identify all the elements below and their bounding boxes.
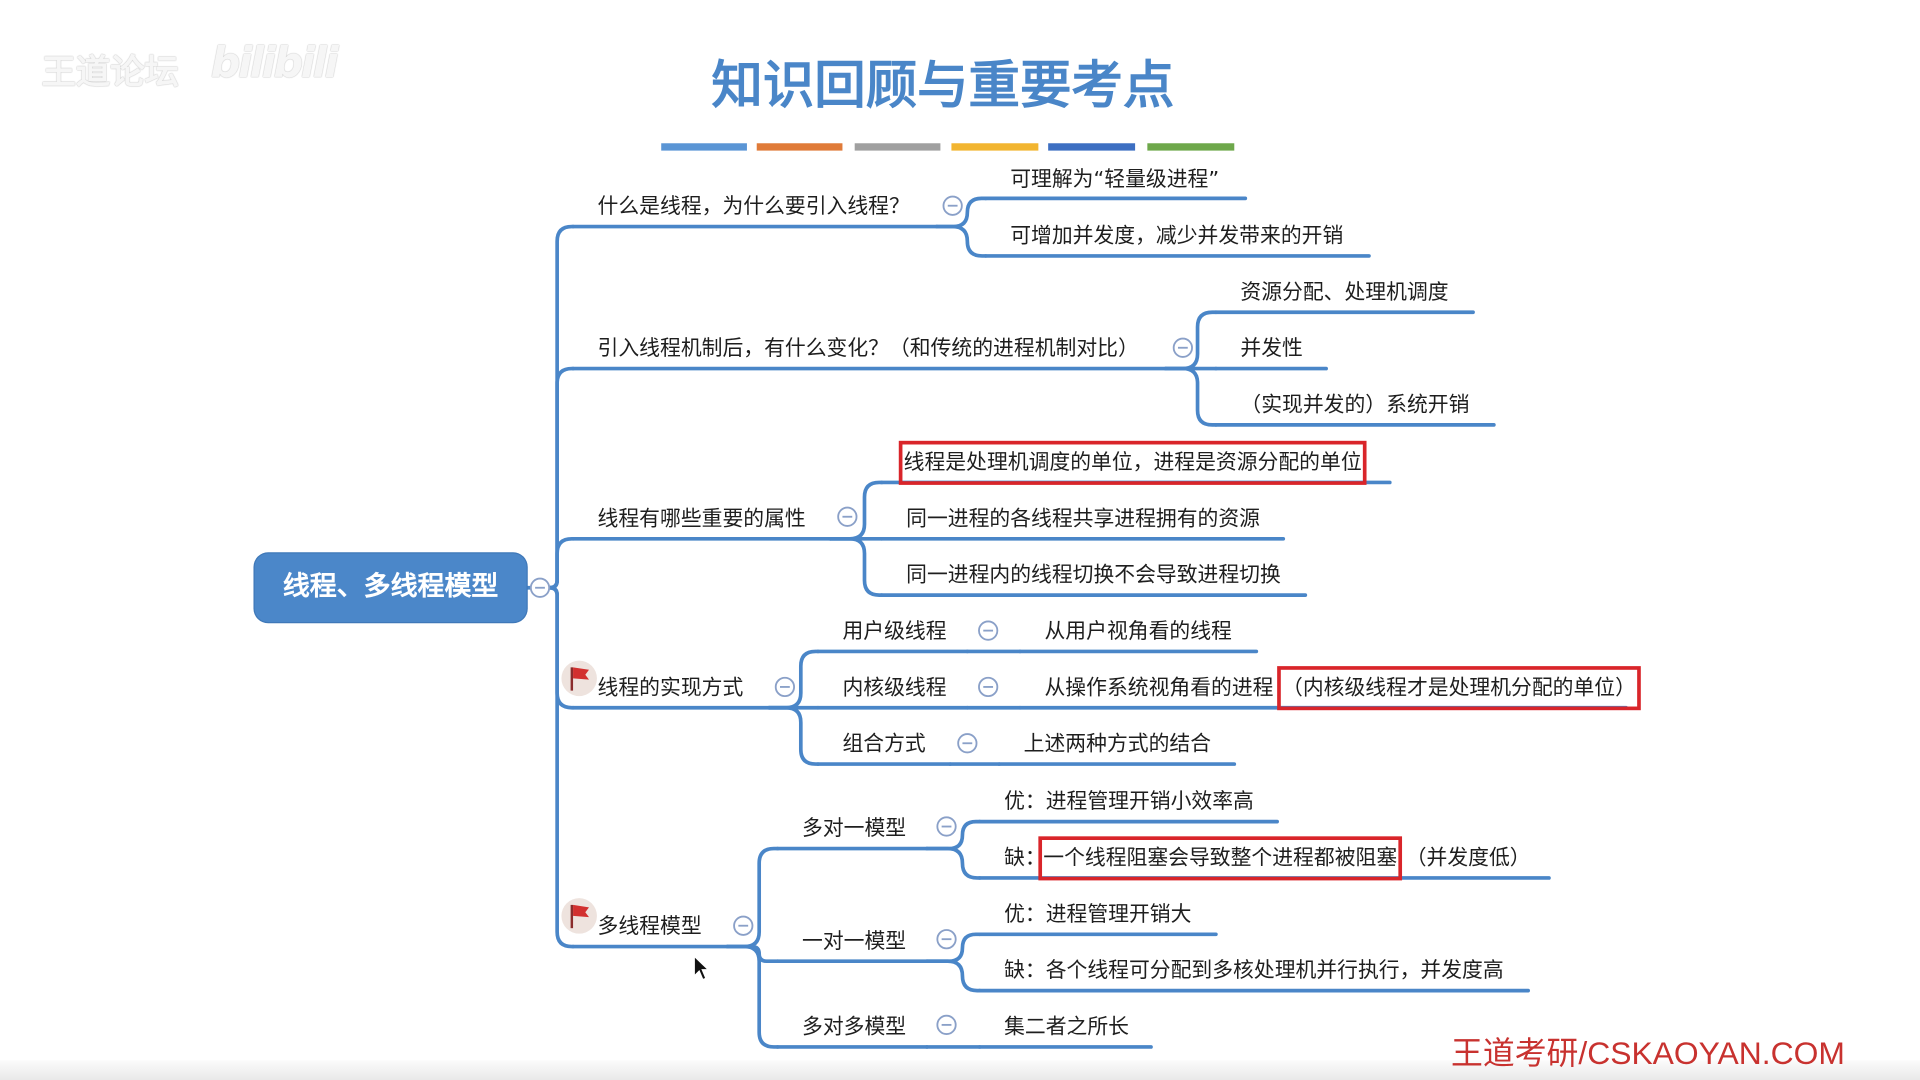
con-prefix: 缺： (1004, 846, 1046, 871)
subtopic-lightweight-process[interactable]: 可理解为“轻量级进程” (1010, 167, 1220, 193)
connector-line (547, 224, 575, 590)
minus-circle-icon[interactable] (978, 676, 999, 698)
slide-title: 知识回顾与重要考点 (711, 55, 1175, 116)
connector-line (828, 536, 884, 597)
detail-os-view[interactable]: 从操作系统视角看的进程（内核级线程才是处理机分配的单位） (1044, 666, 1641, 711)
minus-circle-icon[interactable] (942, 195, 963, 216)
minus-circle-icon[interactable] (1172, 337, 1193, 358)
connector-line (925, 959, 982, 993)
detail-one-to-one-pro[interactable]: 优：进程管理开销大 (1004, 902, 1192, 927)
topic-underlines (571, 196, 1628, 1049)
highlight-box: 一个线程阻塞会导致整个进程都被阻塞 (1038, 836, 1403, 881)
subtopic-many-to-one[interactable]: 多对一模型 (802, 816, 907, 842)
topic-implementation[interactable]: 线程的实现方式 (597, 675, 744, 701)
minus-circle-icon[interactable] (837, 506, 858, 527)
minus-circle-icon[interactable] (936, 929, 957, 950)
connector-line (1163, 310, 1218, 371)
detail-many-to-one-con[interactable]: 缺：一个线程阻塞会导致整个进程都被阻塞（并发度低） (1004, 836, 1531, 881)
subtopic-shared-resources[interactable]: 同一进程的各线程共享进程拥有的资源 (906, 506, 1260, 532)
root-topic[interactable]: 线程、多线程模型 (254, 553, 527, 623)
flag-icon (561, 898, 597, 934)
minus-circle-icon[interactable] (957, 733, 978, 754)
subtopic-scheduling-unit[interactable]: 线程是处理机调度的单位，进程是资源分配的单位 (898, 440, 1367, 485)
flag-icon (561, 660, 597, 697)
subtopic-system-overhead[interactable]: （实现并发的）系统开销 (1240, 393, 1470, 418)
title-color-bar (1048, 143, 1136, 151)
detail-combination[interactable]: 上述两种方式的结合 (1023, 732, 1212, 757)
footer-brand: 王道考研/CSKAOYAN.COM (1451, 1034, 1845, 1072)
topic-what-is-thread[interactable]: 什么是线程，为什么要引入线程？ (597, 194, 910, 220)
topic-multithread-models[interactable]: 多线程模型 (597, 914, 702, 940)
connector-line (925, 846, 982, 880)
minus-circle-icon[interactable] (529, 577, 551, 598)
connector-line (767, 705, 820, 766)
minus-circle-icon[interactable] (936, 816, 957, 837)
watermark-logo: bilibili (210, 39, 339, 89)
title-color-bar (756, 143, 843, 151)
subtopic-many-to-many[interactable]: 多对多模型 (802, 1015, 907, 1040)
bottom-band (0, 1060, 1920, 1080)
connector-line (1163, 366, 1218, 427)
connector-line (725, 846, 780, 949)
subtopic-user-level-thread[interactable]: 用户级线程 (842, 619, 947, 645)
subtopic-no-process-switch[interactable]: 同一进程内的线程切换不会导致进程切换 (906, 563, 1281, 588)
detail-user-view[interactable]: 从用户视角看的线程 (1044, 619, 1232, 645)
title-color-bar (951, 143, 1039, 151)
topic-changes-after-threads[interactable]: 引入线程机制后，有什么变化？（和传统的进程机制对比） (597, 336, 1139, 362)
title-color-bar (1147, 143, 1235, 151)
minus-circle-icon[interactable] (733, 915, 754, 936)
connector-line (547, 366, 575, 590)
connector-line (547, 585, 575, 949)
detail-one-to-one-con[interactable]: 缺：各个线程可分配到多核处理机并行执行，并发度高 (1004, 958, 1504, 984)
connector-lines (524, 196, 1218, 1049)
connector-line (725, 944, 780, 1049)
minus-circle-icon[interactable] (774, 676, 796, 698)
highlight-box: 线程是处理机调度的单位，进程是资源分配的单位 (898, 440, 1367, 485)
subtopic-one-to-one[interactable]: 一对一模型 (802, 929, 907, 954)
watermark-forum: 王道论坛 (41, 51, 179, 92)
minus-circle-icon[interactable] (936, 1014, 957, 1036)
connector-line (934, 224, 988, 258)
connector-line (828, 480, 884, 541)
subtopic-increase-concurrency[interactable]: 可增加并发度，减少并发带来的开销 (1010, 224, 1344, 249)
connector-line (547, 536, 575, 590)
title-color-bar (661, 143, 747, 151)
con-suffix: （并发度低） (1405, 846, 1531, 871)
subtopic-resource-scheduling[interactable]: 资源分配、处理机调度 (1240, 280, 1449, 305)
topic-thread-properties[interactable]: 线程有哪些重要的属性 (597, 506, 806, 532)
minus-circle-icon[interactable] (978, 620, 999, 641)
subtopic-concurrency[interactable]: 并发性 (1240, 336, 1303, 362)
connector-line (767, 649, 820, 710)
mouse-cursor-icon (693, 955, 710, 981)
subtopic-combined-approach[interactable]: 组合方式 (842, 732, 926, 757)
detail-many-to-many[interactable]: 集二者之所长 (1004, 1015, 1129, 1040)
collapse-toggles (529, 195, 1193, 1036)
highlight-box: （内核级线程才是处理机分配的单位） (1277, 666, 1641, 711)
detail-os-view-text: 从操作系统视角看的进程 (1044, 675, 1274, 701)
detail-many-to-one-pro[interactable]: 优：进程管理开销小效率高 (1004, 789, 1254, 815)
title-color-bar (854, 143, 941, 151)
subtopic-kernel-level-thread[interactable]: 内核级线程 (842, 675, 947, 701)
